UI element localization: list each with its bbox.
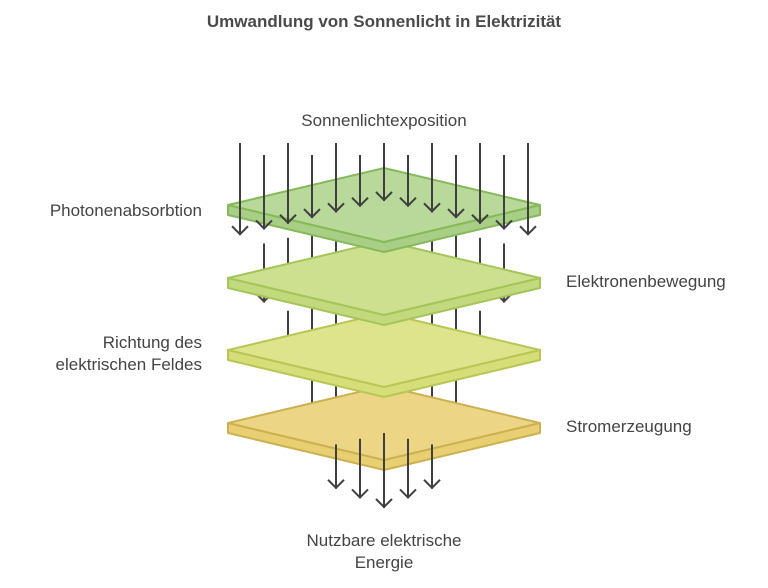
label-electric-field-line1: Richtung des (102, 333, 202, 352)
arrow-head (351, 488, 369, 499)
arrow-sunlight-10 (447, 155, 465, 219)
label-usable-energy-line2: Energie (354, 553, 414, 572)
label-usable-energy-line1: Nutzbare elektrische (306, 531, 462, 550)
arrow-head (375, 191, 393, 202)
arrow-output-2 (351, 438, 369, 499)
arrow-sunlight-6 (351, 155, 369, 208)
diagram-title: Umwandlung von Sonnenlicht in Elektrizit… (206, 12, 562, 31)
arrow-head (231, 225, 249, 236)
arrow-head (279, 214, 297, 225)
arrow-sunlight-3 (279, 143, 297, 225)
arrow-sunlight-4 (303, 155, 321, 219)
arrow-head (327, 202, 345, 213)
arrow-head (303, 208, 321, 219)
plate-top (227, 167, 541, 243)
label-photon-absorption: Photonenabsorbtion (49, 201, 202, 220)
plate-4 (227, 385, 541, 471)
arrow-output-3 (375, 433, 393, 509)
arrow-sunlight-13 (519, 143, 537, 236)
arrow-head (399, 196, 417, 208)
plate-top (227, 312, 541, 388)
label-sunlight-exposure: Sonnenlichtexposition (301, 111, 467, 130)
label-electron-movement: Elektronenbewegung (566, 272, 726, 291)
arrow-head (423, 479, 441, 490)
arrow-head (255, 219, 273, 230)
plate-top (227, 240, 541, 316)
arrow-head (423, 202, 441, 213)
arrow-sunlight-9 (423, 143, 441, 213)
arrow-output-4 (399, 438, 417, 499)
plate-1 (227, 167, 541, 253)
arrow-sunlight-12 (495, 155, 513, 230)
arrow-head (327, 479, 345, 490)
arrow-sunlight-11 (471, 143, 489, 225)
arrow-output-1 (327, 444, 345, 490)
arrow-head (471, 214, 489, 225)
arrow-sunlight-5 (327, 143, 345, 213)
arrow-head (519, 225, 537, 236)
label-electric-field-direction: Richtung des elektrischen Feldes (0, 332, 202, 376)
label-usable-energy: Nutzbare elektrische Energie (234, 530, 534, 574)
arrow-head (375, 498, 393, 509)
arrow-head (495, 219, 513, 230)
arrow-sunlight-1 (231, 143, 249, 236)
arrow-head (447, 208, 465, 219)
arrow-head (351, 196, 369, 208)
label-electric-field-line2: elektrischen Feldes (55, 355, 202, 374)
plate-2 (227, 240, 541, 326)
arrow-sunlight-2 (255, 155, 273, 230)
arrow-sunlight-8 (399, 155, 417, 208)
label-power-generation: Stromerzeugung (566, 417, 692, 436)
arrow-output-5 (423, 444, 441, 490)
arrow-sunlight-7 (375, 143, 393, 202)
plate-3 (227, 312, 541, 398)
arrow-head (399, 488, 417, 499)
